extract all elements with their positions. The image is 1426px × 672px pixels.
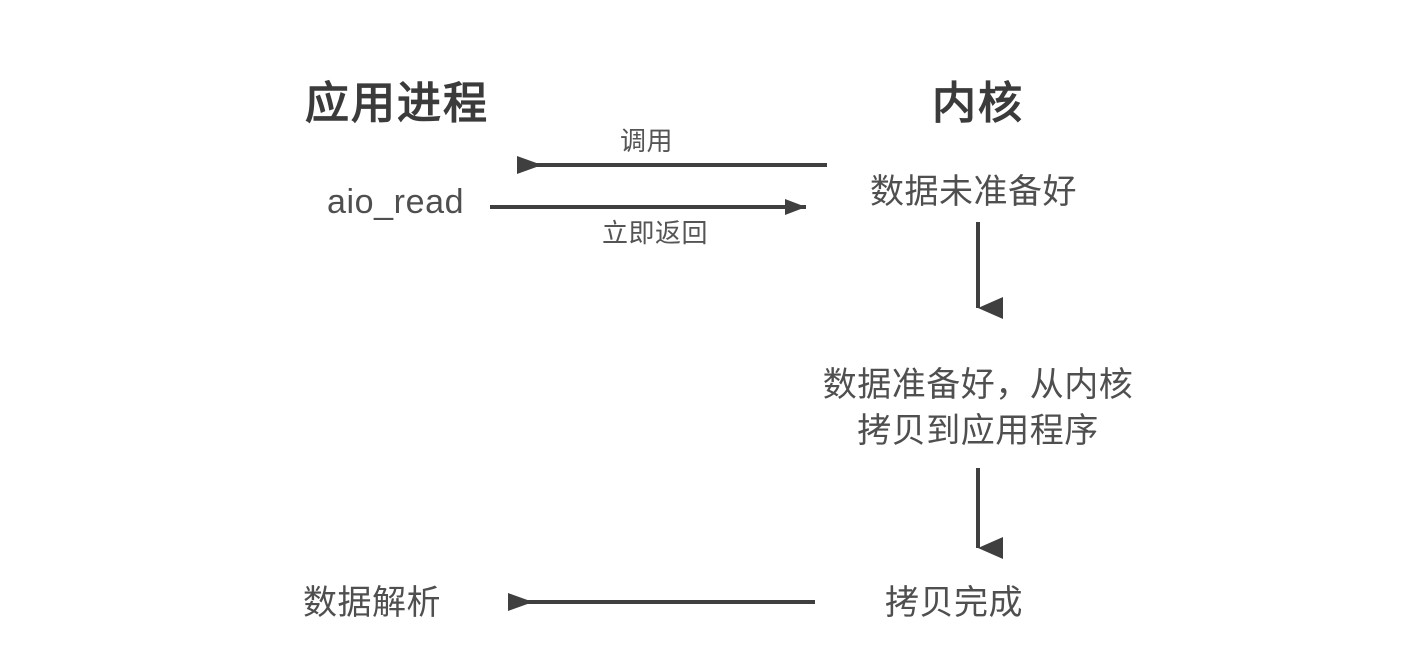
edge-label-call: 调用 xyxy=(620,126,674,156)
node-data-ready-copy: 数据准备好，从内核 拷贝到应用程序 xyxy=(798,363,1158,455)
edge-label-return-immediately: 立即返回 xyxy=(602,218,709,248)
node-data-ready-copy-line1: 数据准备好，从内核 xyxy=(822,366,1134,404)
node-data-not-ready: 数据未准备好 xyxy=(870,173,1077,211)
node-data-parse: 数据解析 xyxy=(303,584,441,622)
node-data-ready-copy-line2: 拷贝到应用程序 xyxy=(857,411,1099,450)
node-copy-done: 拷贝完成 xyxy=(885,584,1023,622)
page-title-kernel: 内核 xyxy=(932,79,1024,128)
node-aio-read: aio_read xyxy=(327,183,465,221)
page-title-app-process: 应用进程 xyxy=(305,79,489,128)
